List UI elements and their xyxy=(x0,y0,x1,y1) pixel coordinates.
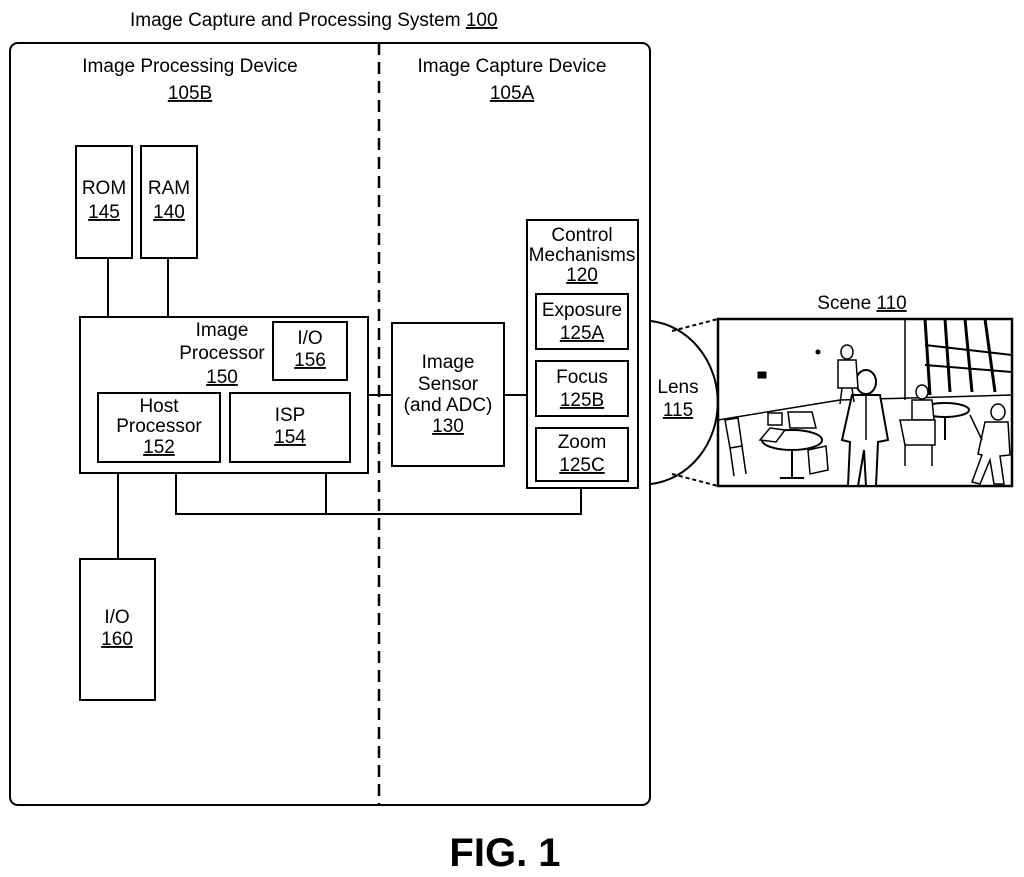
image-sensor-line1: Image xyxy=(422,352,475,373)
projection-line-top xyxy=(672,319,718,331)
focus-label: Focus xyxy=(556,367,608,388)
rom-ref: 145 xyxy=(88,202,120,223)
isp-label: ISP xyxy=(275,405,306,426)
io-156-label: I/O xyxy=(297,328,322,349)
scene-picture xyxy=(718,319,1012,486)
control-mechanisms-line2: Mechanisms xyxy=(529,245,636,266)
ram-label: RAM xyxy=(148,178,190,199)
host-processor-ref: 152 xyxy=(143,437,175,458)
lens-label: Lens xyxy=(657,377,698,398)
host-processor-line1: Host xyxy=(139,396,179,417)
capture-device-ref: 105A xyxy=(490,83,535,104)
image-processor-line2: Processor xyxy=(179,343,265,364)
image-sensor-line3: (and ADC) xyxy=(404,395,493,416)
zoom-label: Zoom xyxy=(558,432,607,453)
exposure-ref: 125A xyxy=(560,323,605,344)
image-sensor-line2: Sensor xyxy=(418,374,479,395)
system-title: Image Capture and Processing System 100 xyxy=(130,10,498,31)
lens-ref: 115 xyxy=(663,400,693,421)
projection-line-bottom xyxy=(672,474,718,486)
io-160-ref: 160 xyxy=(101,629,133,650)
focus-ref: 125B xyxy=(560,390,604,411)
control-mechanisms-line1: Control xyxy=(551,225,612,246)
io-160-label: I/O xyxy=(104,607,129,628)
zoom-ref: 125C xyxy=(559,455,604,476)
image-processor-line1: Image xyxy=(196,320,249,341)
control-mechanisms-ref: 120 xyxy=(566,265,598,286)
scene-title: Scene 110 xyxy=(817,293,906,314)
isp-ref: 154 xyxy=(274,427,306,448)
figure-caption: FIG. 1 xyxy=(449,831,560,875)
image-processor-ref: 150 xyxy=(206,367,238,388)
capture-device-title: Image Capture Device xyxy=(417,56,606,77)
image-sensor-ref: 130 xyxy=(432,416,464,437)
processing-device-ref: 105B xyxy=(168,83,212,104)
rom-label: ROM xyxy=(82,178,126,199)
io-156-ref: 156 xyxy=(294,350,326,371)
processing-device-title: Image Processing Device xyxy=(82,56,297,77)
ram-ref: 140 xyxy=(153,202,185,223)
exposure-label: Exposure xyxy=(542,300,622,321)
host-processor-line2: Processor xyxy=(116,416,202,437)
